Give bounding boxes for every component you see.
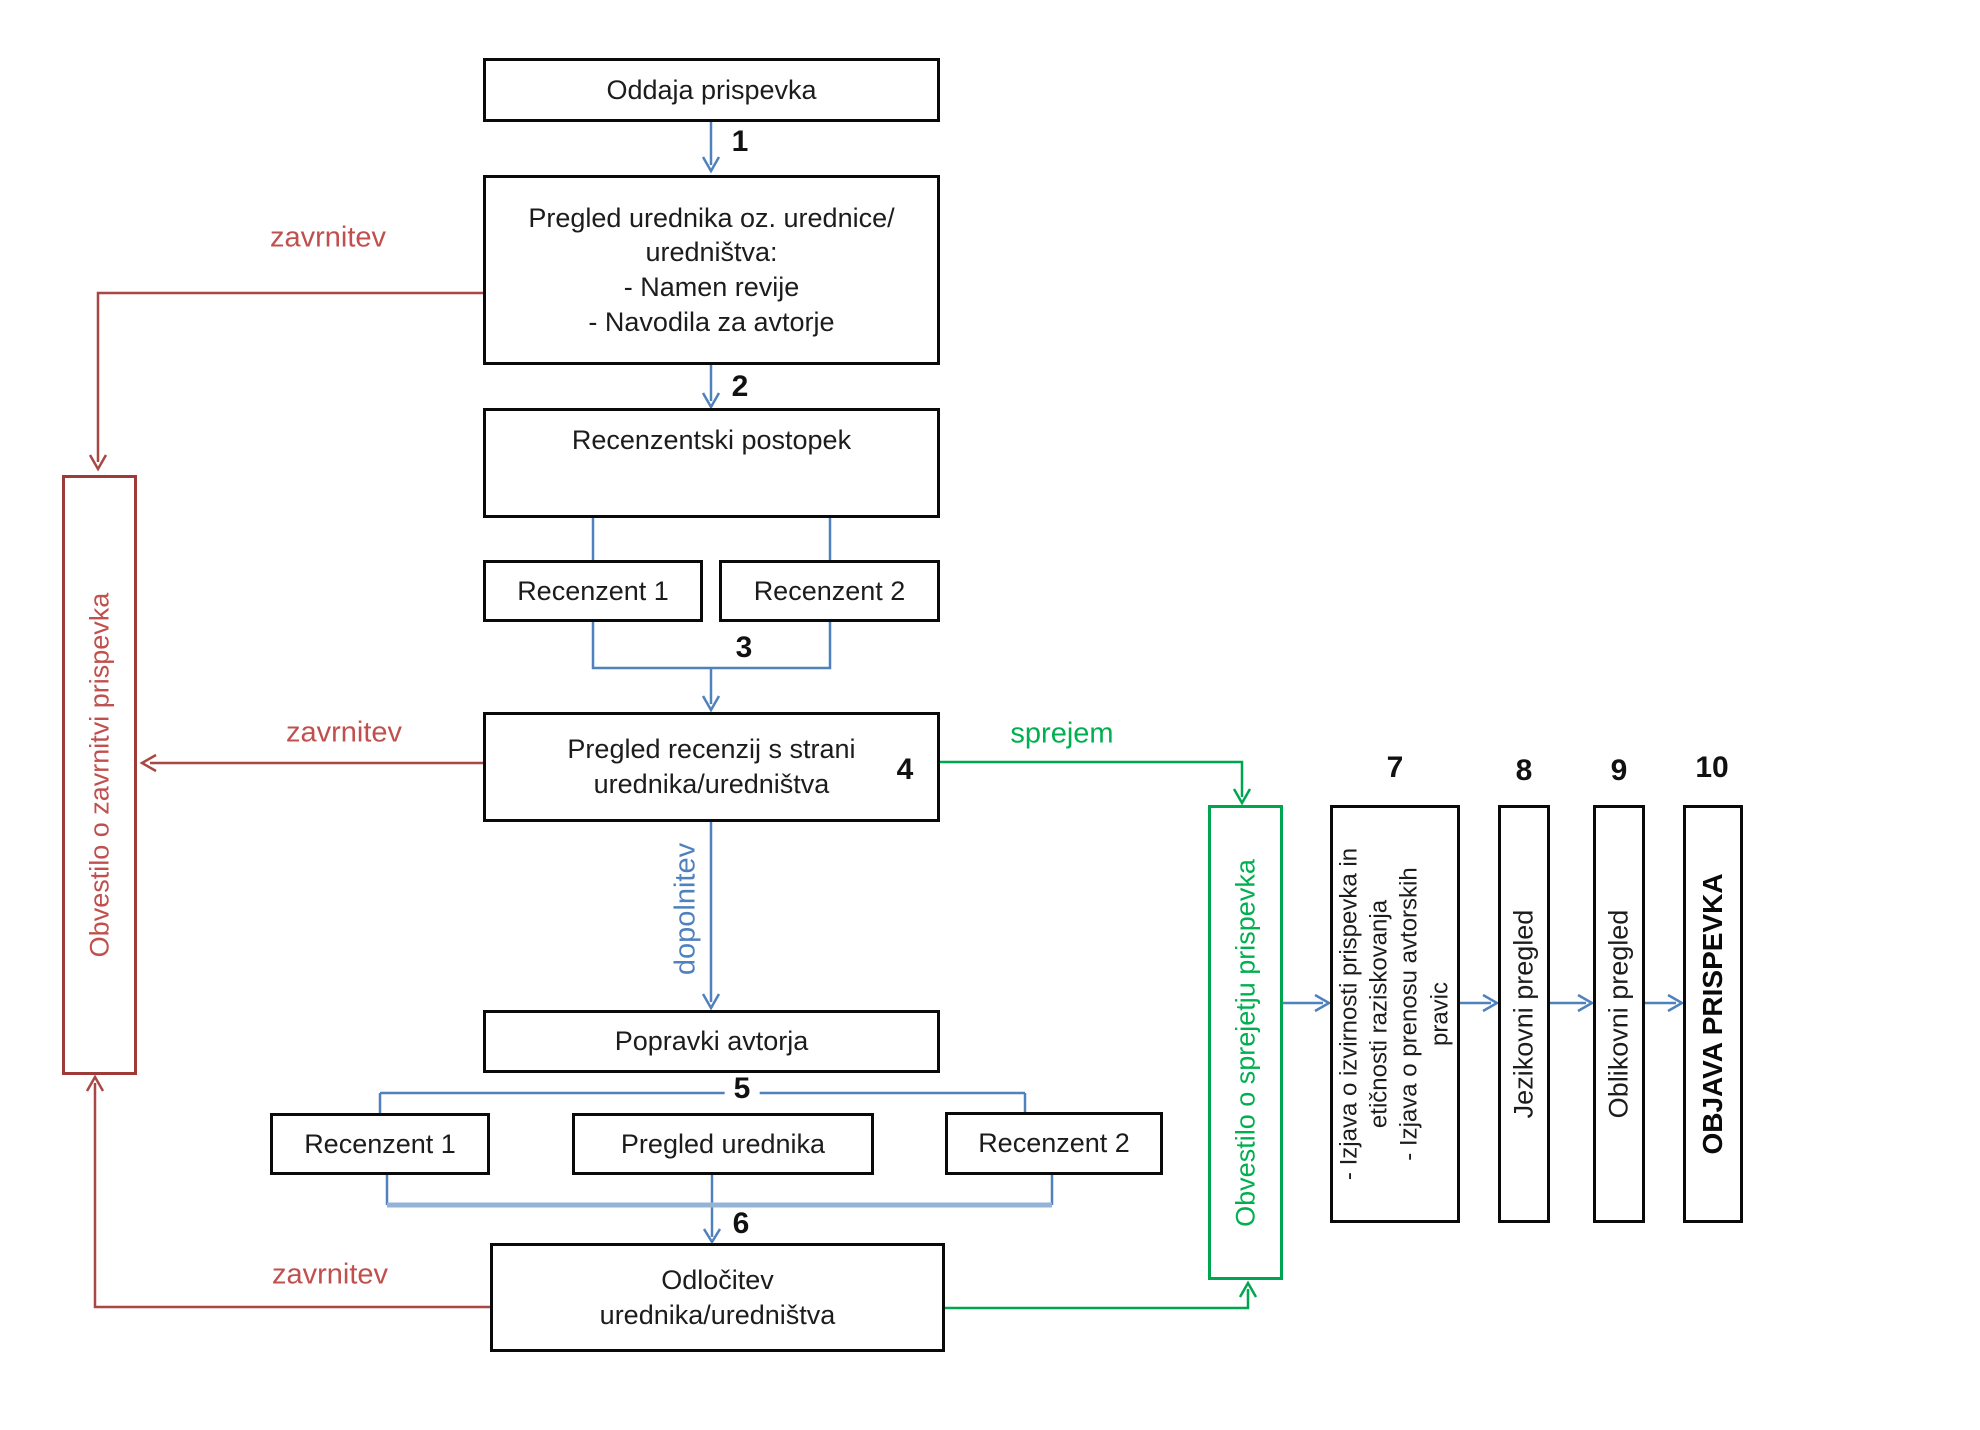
step-number-4: 4 [896,753,914,786]
line-zavrnitev-top [96,291,483,462]
rejection-connectors [85,291,490,1309]
node-objava-prispevka: OBJAVA PRISPEVKA [1683,805,1743,1223]
obvestilo-zavrnitvi-label: Obvestilo o zavrnitvi prispevka [84,592,115,958]
step-number-9: 9 [1610,754,1628,787]
step-number-7: 7 [1386,751,1404,784]
recenzent2-top-label: Recenzent 2 [753,575,906,606]
node-oddaja-prispevka: Oddaja prispevka [483,58,940,122]
oblikovni-label: Oblikovni pregled [1603,909,1634,1119]
step-number-5: 5 [724,1074,760,1104]
node-odlocitev-text: Odločitev urednika/uredništva [600,1263,836,1332]
recenzent1-mid-label: Recenzent 1 [304,1128,456,1159]
recenzent2-mid-label: Recenzent 2 [978,1128,1130,1159]
objava-label: OBJAVA PRISPEVKA [1697,873,1729,1155]
arrowhead-step6 [702,1228,722,1245]
node-oddaja-label: Oddaja prispevka [606,74,817,105]
step-number-1: 1 [731,125,749,158]
arrowhead-to-izjave [1314,993,1332,1013]
arrowhead-zavrnitev-mid [139,753,157,773]
arrowhead-sprejem-top [1232,788,1252,806]
step-number-3: 3 [735,631,753,664]
step-number-8: 8 [1515,754,1533,787]
odlocitev-line2: urednika/uredništva [599,1299,836,1330]
arrowhead-step1 [701,156,721,174]
arrowhead-zavrnitev-top [88,454,108,472]
odlocitev-line1: Odločitev [661,1264,774,1295]
pregled-urednika-mid-label: Pregled urednika [620,1128,826,1159]
arrowhead-dopolnitev [701,993,721,1011]
arrowhead-sprejem-bottom [1238,1280,1258,1298]
obvestilo-sprejetju-label: Obvestilo o sprejetju prispevka [1230,858,1261,1227]
step-number-2: 2 [731,370,749,403]
arrowhead-to-objava [1667,993,1685,1013]
edge-label-zavrnitev-top: zavrnitev [269,221,387,254]
arrowhead-zavrnitev-bottom [85,1074,105,1092]
arrowhead-step2 [701,392,721,410]
node-izjave: - Izjava o izvirnosti prispevka in etičn… [1330,805,1460,1223]
node-pregled-urednika-mid: Pregled urednika [572,1113,874,1175]
node-recenzent2-mid: Recenzent 2 [945,1112,1163,1175]
recenzentski-label: Recenzentski postopek [571,425,852,455]
izjave-line4: pravic [1426,981,1454,1047]
recenzent1-top-label: Recenzent 1 [517,575,669,606]
edge-label-sprejem: sprejem [1010,717,1114,750]
node-pregled-recenzij: Pregled recenzij s strani urednika/uredn… [483,712,940,822]
arrowhead-to-jezikovni [1482,993,1500,1013]
node-izjave-text: - Izjava o izvirnosti prispevka in etičn… [1335,806,1456,1222]
node-pregled-urednika: Pregled urednika oz. urednice/ uredništv… [483,175,940,365]
node-pregled-recenzij-text: Pregled recenzij s strani urednika/uredn… [567,732,855,801]
step-number-10: 10 [1695,751,1729,784]
node-obvestilo-zavrnitvi: Obvestilo o zavrnitvi prispevka [62,475,137,1075]
izjave-line1: - Izjava o izvirnosti prispevka in [1335,847,1363,1181]
pregled-urednika-line4: - Navodila za avtorje [588,306,835,337]
node-pregled-urednika-text: Pregled urednika oz. urednice/ uredništv… [528,201,894,339]
node-recenzent1-top: Recenzent 1 [483,560,703,622]
step-number-6: 6 [732,1207,750,1240]
node-recenzent1-mid: Recenzent 1 [270,1113,490,1175]
arrowhead-to-oblikovni [1577,993,1595,1013]
popravki-label: Popravki avtorja [614,1026,809,1057]
izjave-line2: etičnosti raziskovanja [1365,899,1393,1129]
acceptance-connectors [940,760,1258,1310]
pregled-recenzij-line2: urednika/uredništva [593,769,830,799]
edge-label-dopolnitev: dopolnitev [669,842,702,976]
flow-connectors [378,122,1685,1245]
line-zavrnitev-bottom [93,1083,490,1309]
line-sprejem-bottom [945,1289,1250,1310]
node-oblikovni-pregled: Oblikovni pregled [1593,805,1645,1223]
pregled-recenzij-line1: Pregled recenzij s strani [567,734,856,765]
pregled-urednika-line3: - Namen revije [623,272,800,302]
izjave-line3: - Izjava o prenosu avtorskih [1396,867,1423,1161]
line-sprejem-top [940,760,1244,797]
node-popravki-avtorja: Popravki avtorja [483,1010,940,1073]
node-jezikovni-pregled: Jezikovni pregled [1498,805,1550,1223]
node-recenzent2-top: Recenzent 2 [719,560,940,622]
node-recenzentski-postopek: Recenzentski postopek [483,408,940,518]
arrowhead-step3 [701,695,721,713]
jezikovni-label: Jezikovni pregled [1508,909,1539,1119]
edge-label-zavrnitev-bottom: zavrnitev [271,1258,389,1291]
pregled-urednika-line2: uredništva: [645,237,778,268]
pregled-urednika-line1: Pregled urednika oz. urednice/ [528,202,895,233]
edge-label-zavrnitev-mid: zavrnitev [285,716,403,749]
node-obvestilo-sprejetju: Obvestilo o sprejetju prispevka [1208,805,1283,1280]
join-recenzenti-top [591,622,832,670]
node-odlocitev: Odločitev urednika/uredništva [490,1243,945,1352]
